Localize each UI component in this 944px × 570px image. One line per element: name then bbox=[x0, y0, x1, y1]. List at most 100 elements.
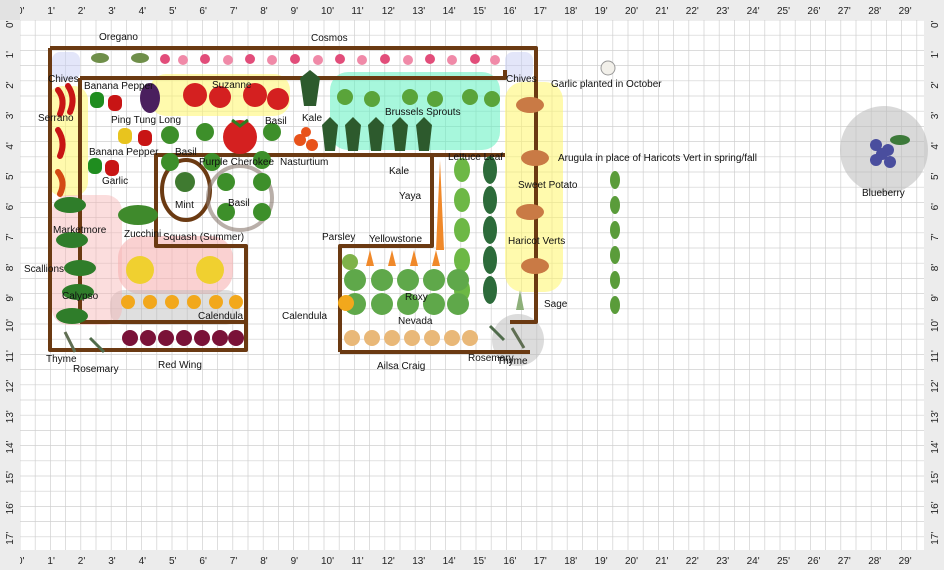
carrot-icon bbox=[366, 160, 444, 266]
bottom-ruler-label: 17' bbox=[534, 556, 547, 567]
kale-icon bbox=[300, 70, 432, 151]
right-ruler-label: 3' bbox=[930, 112, 941, 120]
top-ruler-label: 12' bbox=[382, 6, 395, 17]
label-ailsa-craig: Ailsa Craig bbox=[377, 361, 425, 372]
rosemary-icon bbox=[88, 324, 506, 354]
bottom-ruler-label: 11' bbox=[351, 556, 363, 567]
top-ruler-label: 21' bbox=[655, 6, 668, 17]
label-serrano: Serrano bbox=[38, 113, 74, 124]
label-parsley: Parsley bbox=[322, 232, 355, 243]
bottom-ruler-label: 29' bbox=[899, 556, 912, 567]
top-ruler-label: 24' bbox=[747, 6, 760, 17]
onion-icon bbox=[344, 330, 478, 346]
right-ruler-label: 10' bbox=[930, 319, 941, 332]
bottom-ruler-label: 12' bbox=[382, 556, 395, 567]
top-ruler-label: 3' bbox=[108, 6, 116, 17]
sage-icon bbox=[516, 290, 524, 310]
label-roxy: Roxy bbox=[405, 292, 428, 303]
calendula-icon bbox=[121, 295, 354, 311]
bed-inner-top[interactable] bbox=[80, 70, 507, 80]
top-ruler-label: 20' bbox=[625, 6, 638, 17]
bottom-ruler-label: 28' bbox=[868, 556, 881, 567]
label-purple-cherokee: Purple Cherokee bbox=[199, 157, 274, 168]
top-ruler-label: 9' bbox=[291, 6, 299, 17]
right-ruler: 0'1'2'3'4'5'6'7'8'9'10'11'12'13'14'15'16… bbox=[924, 0, 944, 570]
top-ruler-label: 16' bbox=[503, 6, 516, 17]
label-nevada: Nevada bbox=[398, 316, 433, 327]
cabbage-icon bbox=[344, 269, 469, 315]
right-ruler-label: 17' bbox=[930, 532, 941, 545]
top-ruler: 0'1'2'3'4'5'6'7'8'9'10'11'12'13'14'15'16… bbox=[0, 0, 944, 20]
bottom-ruler-label: 27' bbox=[838, 556, 851, 567]
top-ruler-label: 7' bbox=[230, 6, 238, 17]
bed-left-u[interactable] bbox=[48, 48, 505, 352]
top-ruler-label: 1' bbox=[47, 6, 55, 17]
right-ruler-label: 7' bbox=[930, 233, 941, 241]
left-ruler-label: 0' bbox=[5, 20, 16, 28]
label-blueberry: Blueberry bbox=[862, 188, 905, 199]
bottom-ruler-label: 26' bbox=[807, 556, 820, 567]
label-sweet-potato: Sweet Potato bbox=[518, 180, 578, 191]
bottom-ruler-label: 10' bbox=[321, 556, 334, 567]
bottom-ruler-label: 13' bbox=[412, 556, 425, 567]
top-ruler-label: 19' bbox=[595, 6, 608, 17]
top-ruler-label: 25' bbox=[777, 6, 790, 17]
plant-icons bbox=[54, 53, 910, 354]
right-ruler-label: 16' bbox=[930, 501, 941, 514]
right-ruler-label: 8' bbox=[930, 264, 941, 272]
bottom-ruler-label: 14' bbox=[443, 556, 456, 567]
bottom-ruler-label: 2' bbox=[78, 556, 86, 567]
label-squash-summer: Squash (Summer) bbox=[163, 232, 244, 243]
bed-outer-top-right[interactable] bbox=[50, 46, 538, 324]
bottom-ruler-label: 1' bbox=[47, 556, 55, 567]
top-ruler-label: 5' bbox=[169, 6, 177, 17]
right-ruler-label: 11' bbox=[930, 350, 941, 362]
bottom-ruler-label: 23' bbox=[716, 556, 729, 567]
label-sage: Sage bbox=[544, 299, 568, 310]
top-ruler-label: 0' bbox=[17, 6, 25, 17]
left-ruler-label: 12' bbox=[5, 380, 16, 393]
label-basil-top: Basil bbox=[265, 116, 287, 127]
tomato-icon bbox=[183, 83, 289, 154]
label-rosemary-left: Rosemary bbox=[73, 364, 119, 375]
right-ruler-label: 13' bbox=[930, 410, 941, 423]
label-mint: Mint bbox=[175, 200, 194, 211]
left-ruler-label: 14' bbox=[5, 440, 16, 453]
top-ruler-label: 29' bbox=[899, 6, 912, 17]
label-oregano: Oregano bbox=[99, 32, 138, 43]
bottom-ruler-label: 7' bbox=[230, 556, 238, 567]
label-basil-low: Basil bbox=[228, 198, 250, 209]
bottom-ruler-label: 19' bbox=[595, 556, 608, 567]
nasturtium-icon bbox=[294, 127, 318, 151]
haricot-verts-icon bbox=[483, 156, 497, 304]
right-ruler-label: 15' bbox=[930, 471, 941, 484]
bottom-ruler-label: 9' bbox=[291, 556, 299, 567]
bottom-ruler-label: 15' bbox=[473, 556, 486, 567]
top-ruler-label: 23' bbox=[716, 6, 729, 17]
top-ruler-label: 18' bbox=[564, 6, 577, 17]
label-thyme-right: Thyme bbox=[497, 356, 528, 367]
label-yaya: Yaya bbox=[399, 191, 421, 202]
top-ruler-label: 28' bbox=[868, 6, 881, 17]
bottom-ruler-label: 8' bbox=[260, 556, 268, 567]
top-ruler-label: 22' bbox=[686, 6, 699, 17]
top-ruler-label: 15' bbox=[473, 6, 486, 17]
bottom-ruler-label: 5' bbox=[169, 556, 177, 567]
label-kale-top: Kale bbox=[302, 113, 322, 124]
label-arugula-note: Arugula in place of Haricots Vert in spr… bbox=[558, 153, 757, 164]
label-red-wing: Red Wing bbox=[158, 360, 202, 371]
left-ruler-label: 16' bbox=[5, 501, 16, 514]
label-banana-pepper-mid: Banana Pepper bbox=[89, 147, 159, 158]
pepper-icon bbox=[55, 83, 152, 197]
garden-beds bbox=[48, 46, 538, 354]
bottom-ruler-label: 4' bbox=[139, 556, 147, 567]
bottom-ruler-label: 0' bbox=[17, 556, 25, 567]
basil-icon bbox=[161, 123, 281, 221]
label-chives-left: Chives bbox=[48, 74, 79, 85]
chives-left-highlight bbox=[52, 52, 80, 80]
label-scallions: Scallions bbox=[24, 264, 64, 275]
basil-container[interactable] bbox=[206, 164, 274, 232]
label-calypso: Calypso bbox=[62, 291, 99, 302]
right-ruler-label: 14' bbox=[930, 440, 941, 453]
